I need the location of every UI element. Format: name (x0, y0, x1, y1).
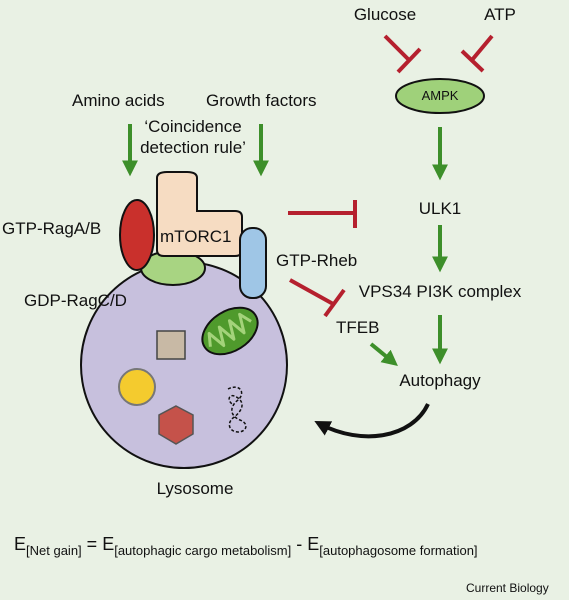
label-coincidence-line2: detection rule’ (140, 138, 246, 157)
label-lysosome: Lysosome (156, 479, 234, 498)
label-gtp-rheb: GTP-Rheb (276, 251, 358, 270)
eq-sub-formation: [autophagosome formation] (319, 543, 478, 558)
eq-e-net: E (14, 534, 27, 554)
label-vps34: VPS34 PI3K complex (358, 282, 522, 301)
mitochondrion (201, 306, 259, 356)
eq-e-formation: E (307, 534, 320, 554)
label-growth-factors: Growth factors (206, 91, 317, 110)
arrow-tfeb-autophagy (369, 342, 398, 367)
label-ampk: AMPK (421, 88, 459, 103)
label-ulk1: ULK1 (418, 199, 462, 218)
energy-equation: E[Net gain] = E[autophagic cargo metabol… (14, 534, 478, 558)
cargo-hexagon (158, 405, 194, 445)
label-coincidence-line1: ‘Coincidence (144, 117, 242, 136)
eq-equals: = (81, 534, 103, 554)
rheb (239, 227, 267, 299)
eq-minus: - (291, 534, 308, 554)
inhibition-mtorc1-tfeb (289, 278, 346, 318)
label-mtorc1: mTORC1 (160, 227, 232, 246)
label-tfeb: TFEB (336, 318, 380, 337)
journal-credit: Current Biology (466, 581, 549, 595)
mtorc1 (156, 171, 243, 257)
rag-ab (119, 199, 155, 271)
label-autophagy: Autophagy (399, 371, 481, 390)
ampk (395, 78, 485, 114)
label-glucose: Glucose (353, 5, 417, 24)
label-atp: ATP (484, 5, 516, 24)
inhibition-mtorc1-ulk1 (288, 200, 357, 228)
activation-arrows (122, 124, 448, 367)
label-amino-acids: Amino acids (72, 91, 165, 110)
label-gdp-ragc-d: GDP-RagC/D (24, 291, 127, 310)
dna-strand (227, 386, 247, 433)
cargo-circle (118, 368, 156, 406)
arrow-autophagy-lysosome (314, 403, 430, 439)
inhibition-glucose-ampk (383, 34, 422, 74)
inhibition-atp-ampk (460, 34, 494, 73)
eq-sub-cargo: [autophagic cargo metabolism] (114, 543, 292, 558)
eq-sub-net-gain: [Net gain] (26, 543, 82, 558)
cargo-square (156, 330, 186, 360)
label-gtp-raga-b: GTP-RagA/B (2, 219, 102, 238)
eq-e-cargo: E (102, 534, 115, 554)
